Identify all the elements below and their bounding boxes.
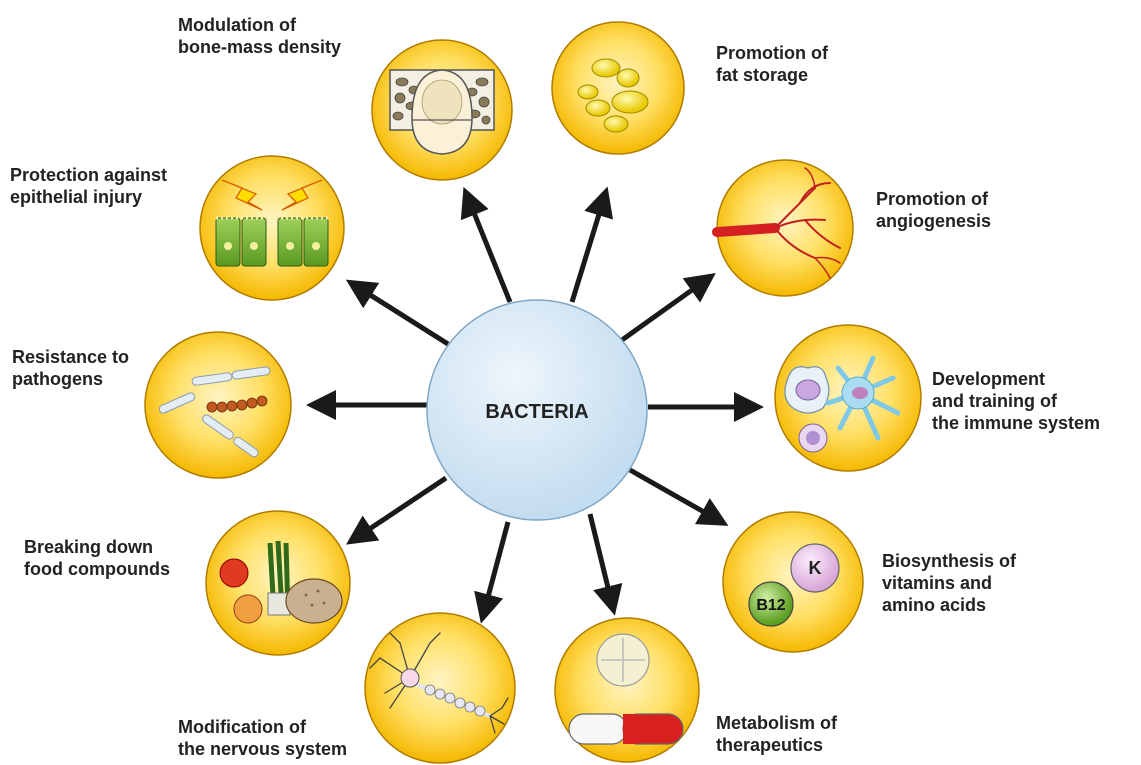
arrow-to-epithelial xyxy=(345,279,450,347)
label-line: therapeutics xyxy=(716,735,824,755)
label-line: pathogens xyxy=(12,369,104,389)
node-vitamins: K B12 xyxy=(722,511,864,653)
label-line: fat storage xyxy=(716,65,809,85)
bone-tissue-icon xyxy=(389,69,495,155)
arrow-to-angio xyxy=(620,273,716,343)
label-line: Biosynthesis of xyxy=(882,551,1017,571)
label-line: Metabolism of xyxy=(716,713,838,733)
blood-vessel-icon xyxy=(712,167,841,279)
node-immune xyxy=(774,324,922,472)
epithelium-lightning-icon xyxy=(215,179,329,267)
label-line: and training of xyxy=(932,391,1057,411)
vitamin-k-badge: K xyxy=(809,558,822,578)
fat-droplets-icon xyxy=(577,58,649,133)
node-angio xyxy=(712,159,854,297)
vitamin-b12-badge: B12 xyxy=(756,597,785,614)
label-line: angiogenesis xyxy=(876,211,992,231)
label-vitamins: Biosynthesis of vitamins and amino acids xyxy=(882,550,1016,616)
label-angio: Promotion of angiogenesis xyxy=(876,188,991,232)
rod-bacteria-icon xyxy=(158,366,271,458)
node-epithelial xyxy=(199,155,345,301)
label-epithelial: Protection against epithelial injury xyxy=(10,164,167,208)
node-nervous xyxy=(364,612,516,764)
label-line: Protection against xyxy=(10,165,168,185)
arrow-to-vitamins xyxy=(628,467,729,526)
node-therapeutics xyxy=(554,617,700,763)
label-line: Development xyxy=(932,369,1046,389)
center-label: BACTERIA xyxy=(485,401,588,423)
pill-capsule-icon xyxy=(568,633,684,745)
label-line: Promotion of xyxy=(716,43,828,63)
food-items-icon xyxy=(219,540,343,624)
label-pathogens: Resistance to pathogens xyxy=(12,346,129,390)
label-nervous: Modification of the nervous system xyxy=(178,716,347,760)
neuron-icon xyxy=(369,632,509,734)
label-line: food compounds xyxy=(24,559,170,579)
node-food xyxy=(205,510,351,656)
label-line: amino acids xyxy=(882,595,987,615)
arrows-group xyxy=(306,186,764,624)
neuron-body xyxy=(400,668,420,688)
label-fat: Promotion of fat storage xyxy=(716,42,828,86)
label-food: Breaking down food compounds xyxy=(24,536,170,580)
node-bone xyxy=(371,39,513,181)
arrow-to-fat xyxy=(569,186,614,303)
arrow-to-nervous xyxy=(474,521,511,624)
vitamin-pills-icon: K B12 xyxy=(748,543,840,627)
label-line: epithelial injury xyxy=(10,187,143,207)
arrow-to-therapeutics xyxy=(587,513,623,616)
label-line: the nervous system xyxy=(178,739,348,759)
immune-cells-icon xyxy=(784,355,901,453)
node-pathogens xyxy=(144,331,292,479)
label-immune: Development and training of the immune s… xyxy=(932,368,1100,434)
function-nodes: K B12 xyxy=(144,21,922,764)
label-line: Resistance to xyxy=(12,347,130,367)
label-bone: Modulation of bone-mass density xyxy=(178,14,341,58)
label-line: Promotion of xyxy=(876,189,988,209)
arrow-to-bone xyxy=(460,186,513,303)
label-line: vitamins and xyxy=(882,573,993,593)
label-therapeutics: Metabolism of therapeutics xyxy=(716,712,837,756)
label-line: Modulation of xyxy=(178,15,296,35)
center-node: BACTERIA xyxy=(426,299,648,521)
node-fat xyxy=(551,21,685,155)
label-line: Breaking down xyxy=(24,537,154,557)
label-line: bone-mass density xyxy=(178,37,342,57)
arrow-to-food xyxy=(346,475,448,545)
label-line: Modification of xyxy=(178,717,306,737)
label-line: the immune system xyxy=(932,413,1101,433)
